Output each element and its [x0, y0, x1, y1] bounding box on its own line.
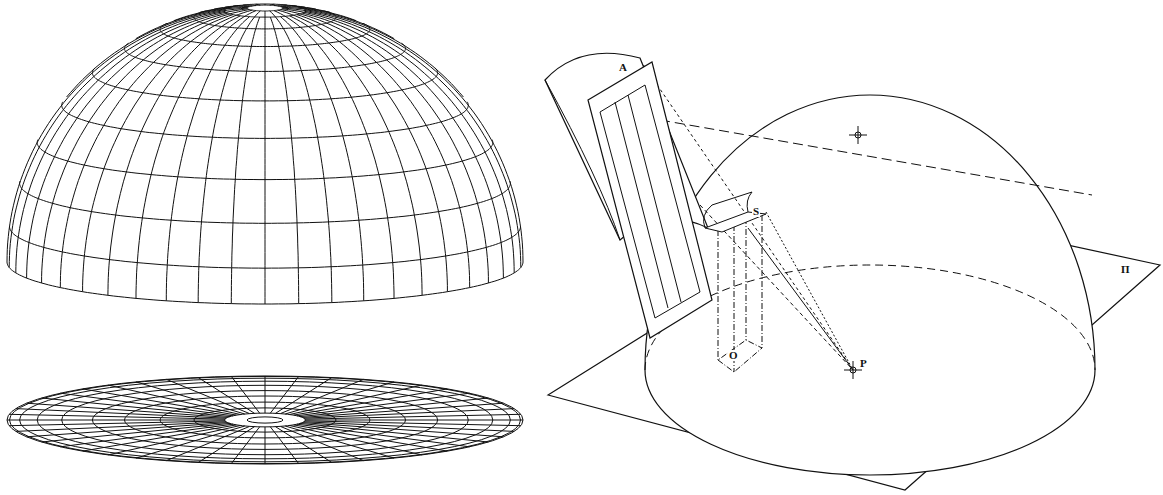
frame-bar — [628, 95, 681, 302]
latitude-line — [247, 5, 283, 11]
disk-radial — [265, 427, 266, 464]
dome-base-back — [645, 265, 1095, 370]
disk-radial — [83, 425, 237, 451]
point-label: A — [618, 62, 628, 73]
disk-radial — [265, 376, 266, 413]
disk-radial — [294, 389, 448, 415]
meridian-line — [305, 10, 463, 97]
disk-radial — [305, 420, 523, 421]
sight-line — [748, 228, 853, 370]
disk-radial — [297, 393, 470, 416]
meridian-line — [16, 9, 248, 273]
dome-fill — [645, 95, 1095, 475]
meridian-line — [255, 4, 260, 6]
projected-disk-mesh — [7, 376, 523, 464]
meridian-line — [166, 17, 249, 301]
disk-radial — [83, 389, 237, 415]
disk-ring — [7, 376, 523, 464]
disk-radial — [285, 426, 394, 458]
disk-radial — [60, 424, 233, 447]
meridian-line — [305, 11, 521, 267]
disk-radial — [136, 382, 245, 414]
disk-radial — [290, 426, 423, 455]
meridian-line — [7, 8, 247, 262]
meridian-line — [282, 9, 514, 273]
meridian-line — [108, 16, 241, 296]
disk-ring — [225, 413, 306, 427]
meridian-line — [136, 7, 248, 38]
sight-line — [766, 212, 853, 370]
meridian-line — [297, 15, 470, 288]
meridian-line — [83, 10, 253, 292]
meridian-line — [9, 11, 225, 267]
disk-radial — [294, 425, 448, 451]
plane-label: Π — [1120, 264, 1131, 275]
disk-radial — [7, 420, 225, 421]
dome-outline — [645, 95, 1095, 370]
disk-radial — [305, 414, 521, 419]
meridian-line — [290, 16, 423, 296]
disk-radial — [9, 421, 225, 426]
meridian-line — [60, 15, 233, 288]
point-label: S — [752, 206, 760, 217]
meridian-line — [231, 17, 259, 304]
hemisphere-mesh — [7, 4, 523, 304]
meridian-line — [225, 6, 252, 7]
meridian-line — [302, 13, 503, 278]
meridian-line — [270, 4, 275, 6]
meridian-line — [243, 4, 256, 6]
meridian-line — [174, 8, 228, 21]
star-symbol — [849, 126, 867, 144]
disk-ring — [247, 417, 283, 423]
meridian-line — [27, 13, 228, 278]
meridian-line — [198, 11, 260, 303]
point-label: O — [728, 350, 739, 361]
meridian-line — [67, 10, 225, 97]
meridian-line — [233, 5, 240, 7]
dome-base-front — [645, 370, 1095, 475]
disk-radial — [231, 376, 259, 413]
pillar — [718, 215, 762, 372]
meridian-line — [270, 17, 298, 304]
meridian-line — [42, 10, 250, 284]
disk-radial — [270, 427, 298, 464]
meridian-line — [281, 10, 489, 284]
meridian-line — [282, 7, 394, 38]
sight-line — [700, 205, 853, 370]
meridian-line — [274, 11, 394, 299]
meridian-line — [278, 10, 448, 292]
frame — [588, 62, 712, 338]
frame-bar — [615, 102, 668, 308]
point-label: P — [859, 358, 868, 369]
disk-radial — [108, 385, 241, 414]
sensor-box — [704, 192, 752, 228]
meridian-line — [136, 11, 256, 299]
meridian-line — [265, 4, 266, 5]
frame-inner — [600, 85, 700, 318]
meridian-line — [200, 7, 249, 13]
meridian-line — [265, 11, 266, 304]
meridian-line — [214, 7, 233, 10]
meridian-line — [270, 11, 332, 303]
